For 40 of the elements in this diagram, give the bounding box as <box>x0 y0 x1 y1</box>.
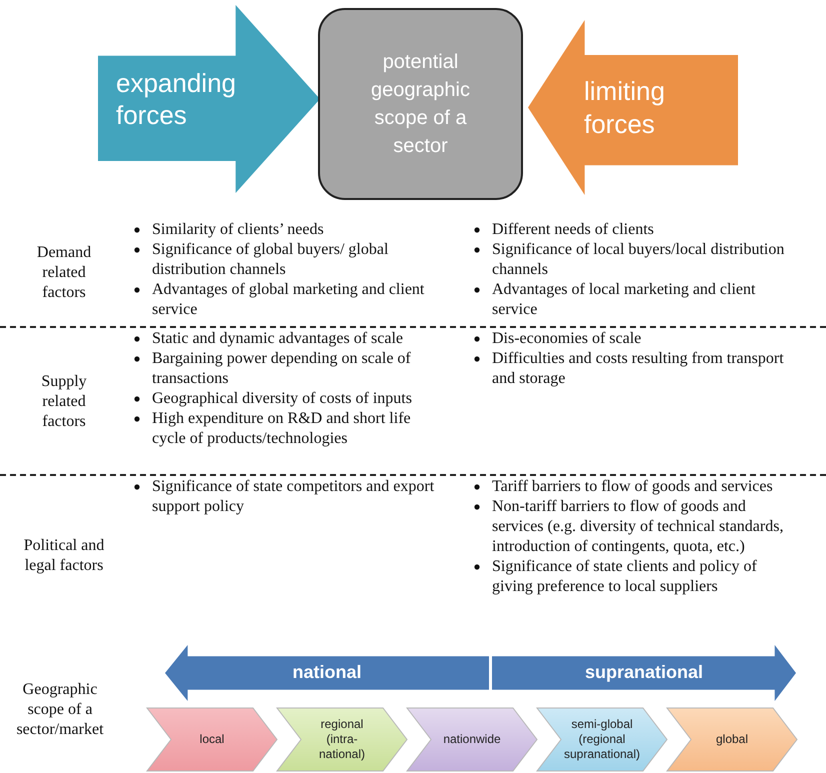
shape-label: semi-global (regional supranational) <box>562 717 642 762</box>
process-step <box>277 708 407 771</box>
bullet-item: Similarity of clients’ needs <box>152 220 325 240</box>
row-heading: Political and legal factors <box>22 536 106 576</box>
left-arrow-band <box>165 645 489 701</box>
process-step <box>667 708 797 771</box>
row-heading: Supply related factors <box>40 372 88 432</box>
bullet-item: Dis-economies of scale <box>492 329 642 349</box>
shape-label: potential geographic scope of a sector <box>370 50 471 159</box>
shape-label: national <box>291 662 362 684</box>
process-step <box>537 708 667 771</box>
process-step <box>407 708 537 771</box>
bullet-item: Advantages of local marketing and client service <box>492 280 756 320</box>
shape-label: expanding forces <box>116 66 237 132</box>
bullet-item: Static and dynamic advantages of scale <box>152 329 404 349</box>
bullet-item: Different needs of clients <box>492 220 655 240</box>
bullet-item: Significance of global buyers/ global distribution channels <box>152 240 390 280</box>
shape-label: regional (intra-national) <box>318 717 366 762</box>
shape-label: local <box>198 732 226 747</box>
bullet-item: Significance of local buyers/local distribution channels <box>492 240 786 280</box>
bullet-item: Tariff barriers to flow of goods and services <box>492 477 774 497</box>
bullet-item: Geographical diversity of costs of inputs <box>152 389 413 409</box>
shape-label: supranational <box>584 662 704 684</box>
shape-label: nationwide <box>442 732 502 747</box>
bullet-item: Significance of state competitors and export support policy <box>152 477 436 517</box>
rounded-box <box>318 8 523 200</box>
bullet-item: Significance of state clients and policy of giving preference to local suppliers <box>492 557 758 597</box>
left-arrow <box>528 20 738 195</box>
bullet-item: Advantages of global marketing and client service <box>152 280 426 320</box>
bullet-item: Bargaining power depending on scale of transactions <box>152 349 412 389</box>
shape-label: limiting forces <box>584 75 666 140</box>
bullet-item: High expenditure on R&D and short life cycle of products/technologies <box>152 409 412 449</box>
right-arrow <box>98 5 320 193</box>
bullet-item: Difficulties and costs resulting from transport and storage <box>492 349 785 389</box>
right-arrow-band <box>492 645 796 701</box>
row-heading: Demand related factors <box>36 243 92 303</box>
process-step <box>147 708 277 771</box>
bullet-item: Non-tariff barriers to flow of goods and services (e.g. diversity of technical standards, introduction of contingents, quota, etc.) <box>492 497 784 557</box>
shape-label: global <box>714 732 750 747</box>
row-heading: Geographic scope of a sector/market <box>15 680 105 740</box>
